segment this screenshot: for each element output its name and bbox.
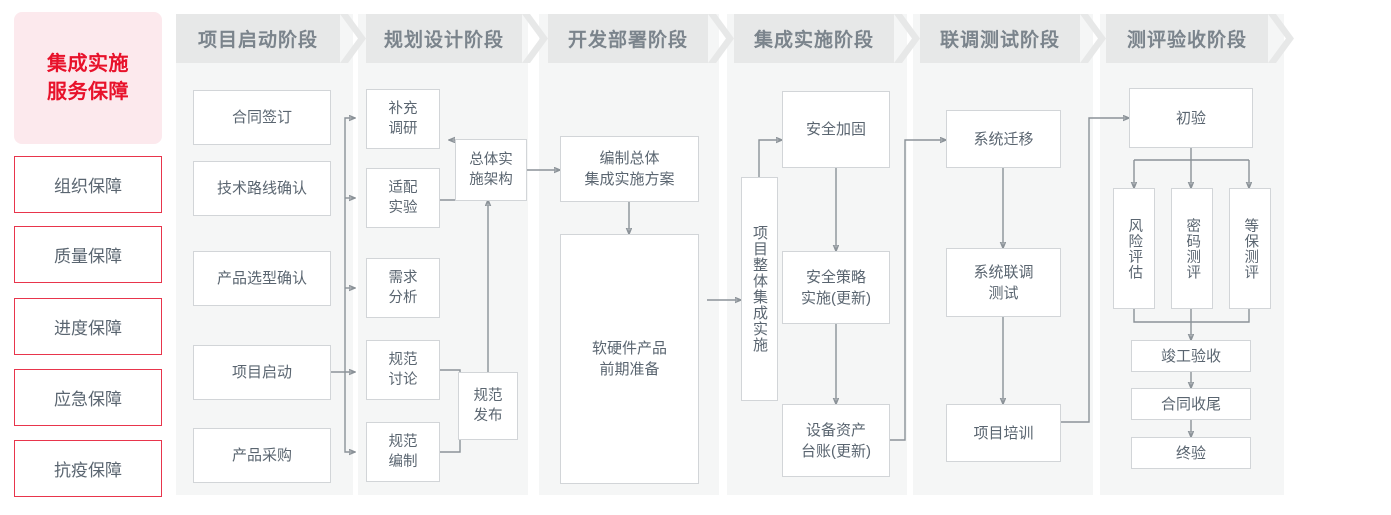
node-system-migration[interactable]: 系统迁移	[946, 110, 1061, 168]
node-adaptation-experiment[interactable]: 适配 实验	[366, 168, 440, 228]
phase-header-2[interactable]: 规划设计阶段	[366, 14, 522, 63]
phase-header-5[interactable]: 联调测试阶段	[920, 14, 1080, 63]
node-preliminary-acceptance[interactable]: 初验	[1129, 88, 1253, 148]
sidebar-title-box: 集成实施服务保障	[14, 12, 162, 144]
sidebar-title-text: 集成实施服务保障	[47, 53, 129, 103]
node-supplementary-research[interactable]: 补充 调研	[366, 89, 440, 149]
node-overall-implementation-architecture[interactable]: 总体实 施架构	[455, 139, 527, 201]
node-product-selection-confirm[interactable]: 产品选型确认	[193, 251, 331, 306]
sidebar-item-quality[interactable]: 质量保障	[14, 226, 162, 283]
node-cryptography-evaluation[interactable]: 密码测评	[1171, 188, 1213, 309]
sidebar-item-emergency[interactable]: 应急保障	[14, 369, 162, 426]
phase-header-3[interactable]: 开发部署阶段	[548, 14, 708, 63]
node-final-acceptance[interactable]: 终验	[1131, 437, 1251, 469]
node-asset-ledger-update[interactable]: 设备资产 台账(更新)	[782, 404, 890, 477]
node-draft-overall-integration-plan[interactable]: 编制总体 集成实施方案	[560, 136, 699, 202]
node-project-training[interactable]: 项目培训	[946, 404, 1061, 462]
node-spec-drafting[interactable]: 规范 编制	[366, 422, 440, 482]
node-security-hardening[interactable]: 安全加固	[782, 91, 890, 168]
phase-header-6[interactable]: 测评验收阶段	[1106, 14, 1268, 63]
node-completion-acceptance[interactable]: 竣工验收	[1131, 340, 1251, 372]
chevron-separator-5	[1080, 14, 1106, 63]
node-project-kickoff[interactable]: 项目启动	[193, 345, 331, 400]
node-contract-closeout[interactable]: 合同收尾	[1131, 388, 1251, 420]
node-overall-project-integration[interactable]: 项目整体集成实施	[741, 177, 778, 401]
sidebar-item-epidemic[interactable]: 抗疫保障	[14, 440, 162, 497]
node-system-joint-debug-test[interactable]: 系统联调 测试	[946, 248, 1061, 317]
node-hardware-software-preparation[interactable]: 软硬件产品 前期准备	[560, 234, 699, 484]
left-sidebar: 集成实施服务保障 组织保障 质量保障 进度保障 应急保障 抗疫保障	[0, 0, 176, 515]
chevron-separator-6	[1268, 14, 1294, 63]
node-mlps-evaluation[interactable]: 等保测评	[1229, 188, 1271, 309]
sidebar-item-organization[interactable]: 组织保障	[14, 156, 162, 213]
chevron-separator-2	[522, 14, 548, 63]
node-tech-route-confirm[interactable]: 技术路线确认	[193, 161, 331, 216]
node-contract-signing[interactable]: 合同签订	[193, 90, 331, 145]
node-spec-release[interactable]: 规范 发布	[458, 372, 518, 440]
phase-header-1[interactable]: 项目启动阶段	[176, 14, 340, 63]
chevron-separator-4	[894, 14, 920, 63]
sidebar-item-schedule[interactable]: 进度保障	[14, 298, 162, 355]
phase-header-4[interactable]: 集成实施阶段	[734, 14, 894, 63]
right-sidebar: 工程项目实施指引 信息安全保密标准 运维服务标准	[1298, 0, 1391, 515]
chevron-separator-3	[708, 14, 734, 63]
node-requirements-analysis[interactable]: 需求 分析	[366, 258, 440, 318]
node-risk-assessment[interactable]: 风险评估	[1113, 188, 1155, 309]
node-security-policy-implementation[interactable]: 安全策略 实施(更新)	[782, 251, 890, 324]
chevron-separator-1	[340, 14, 366, 63]
node-product-procurement[interactable]: 产品采购	[193, 428, 331, 483]
node-spec-discussion[interactable]: 规范 讨论	[366, 340, 440, 400]
